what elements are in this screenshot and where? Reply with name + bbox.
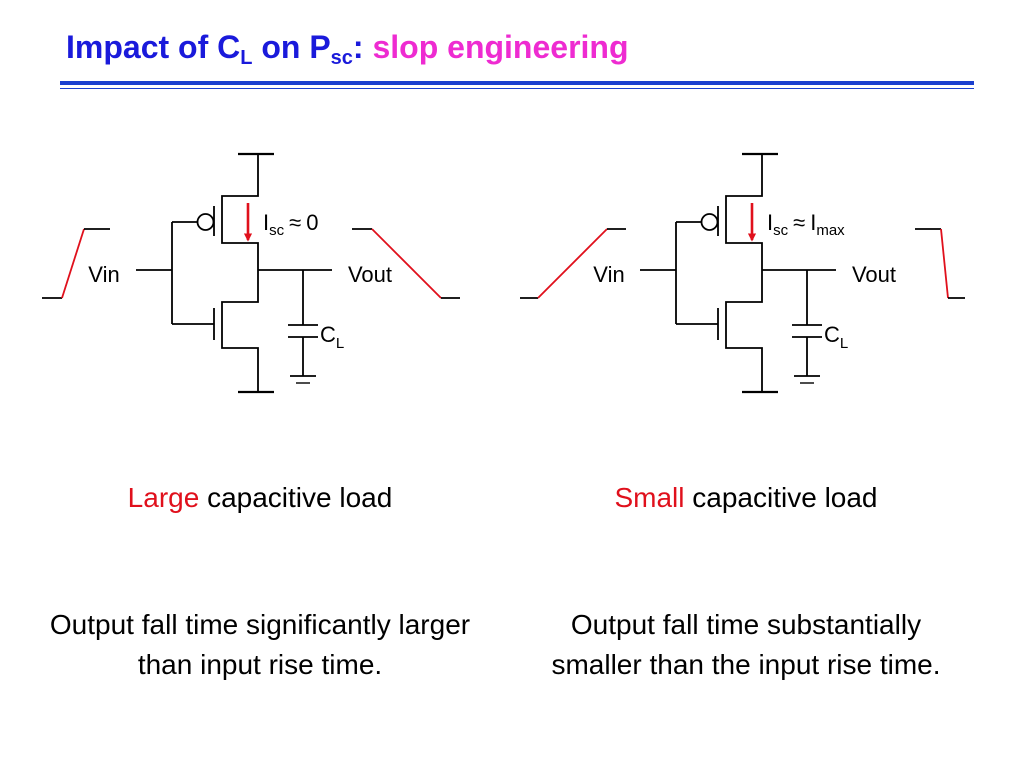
current-value-subscript: max (816, 222, 845, 239)
current-symbol: I (263, 210, 269, 235)
vout-label-left: Vout (348, 262, 392, 287)
input-waveform-right (520, 228, 626, 299)
current-value: I (810, 210, 816, 235)
output-waveform-right (915, 228, 965, 299)
caption-accent-small: Small (614, 482, 685, 513)
inverter-circuit-small-load: Vin Vout Isc≈Imax CL (520, 152, 965, 394)
pmos-transistor-left (172, 154, 259, 270)
cap-symbol: C (824, 322, 840, 347)
cap-label-right: CL (824, 322, 848, 352)
title-emphasis: slop engineering (363, 29, 629, 65)
title-colon: : (352, 29, 364, 65)
current-label-right: Isc≈Imax (767, 210, 845, 239)
vin-label-left: Vin (88, 262, 119, 287)
description-right: Output fall time substantially smaller t… (551, 609, 941, 680)
title-prefix: Impact of C (66, 29, 241, 65)
cap-subscript: L (336, 335, 344, 352)
cap-subscript: L (840, 335, 848, 352)
approx-symbol: ≈ (793, 210, 805, 235)
nmos-transistor-right (676, 270, 763, 392)
title-subscript-sc: sc (330, 47, 353, 69)
load-capacitor-right (792, 270, 822, 384)
title-rule-thick (60, 81, 974, 85)
title-middle: on P (252, 29, 331, 65)
current-subscript: sc (773, 222, 789, 239)
current-label-left: Isc≈0 (263, 210, 318, 239)
current-subscript: sc (269, 222, 285, 239)
title-subscript-l: L (240, 47, 253, 69)
caption-right: Small capacitive load (526, 482, 966, 514)
load-capacitor-left (288, 270, 318, 384)
approx-symbol: ≈ (289, 210, 301, 235)
caption-accent-large: Large (127, 482, 200, 513)
input-waveform-left (42, 228, 110, 299)
current-symbol: I (767, 210, 773, 235)
output-waveform-left (352, 228, 460, 299)
slide-title: Impact of CL on Psc: slop engineering (66, 20, 629, 74)
caption-rest-right: capacitive load (684, 482, 878, 513)
vin-label-right: Vin (593, 262, 624, 287)
caption-rest-left: capacitive load (199, 482, 393, 513)
current-value: 0 (306, 210, 318, 235)
cap-label-left: CL (320, 322, 344, 352)
inverter-circuit-large-load: Vin Vout Isc≈0 CL (42, 152, 460, 394)
description-left: Output fall time significantly larger th… (49, 609, 471, 680)
caption-left: Large capacitive load (40, 482, 480, 514)
vout-label-right: Vout (852, 262, 896, 287)
nmos-transistor-left (172, 270, 259, 392)
cap-symbol: C (320, 322, 336, 347)
title-rule-thin (60, 88, 974, 89)
pmos-transistor-right (676, 154, 763, 270)
